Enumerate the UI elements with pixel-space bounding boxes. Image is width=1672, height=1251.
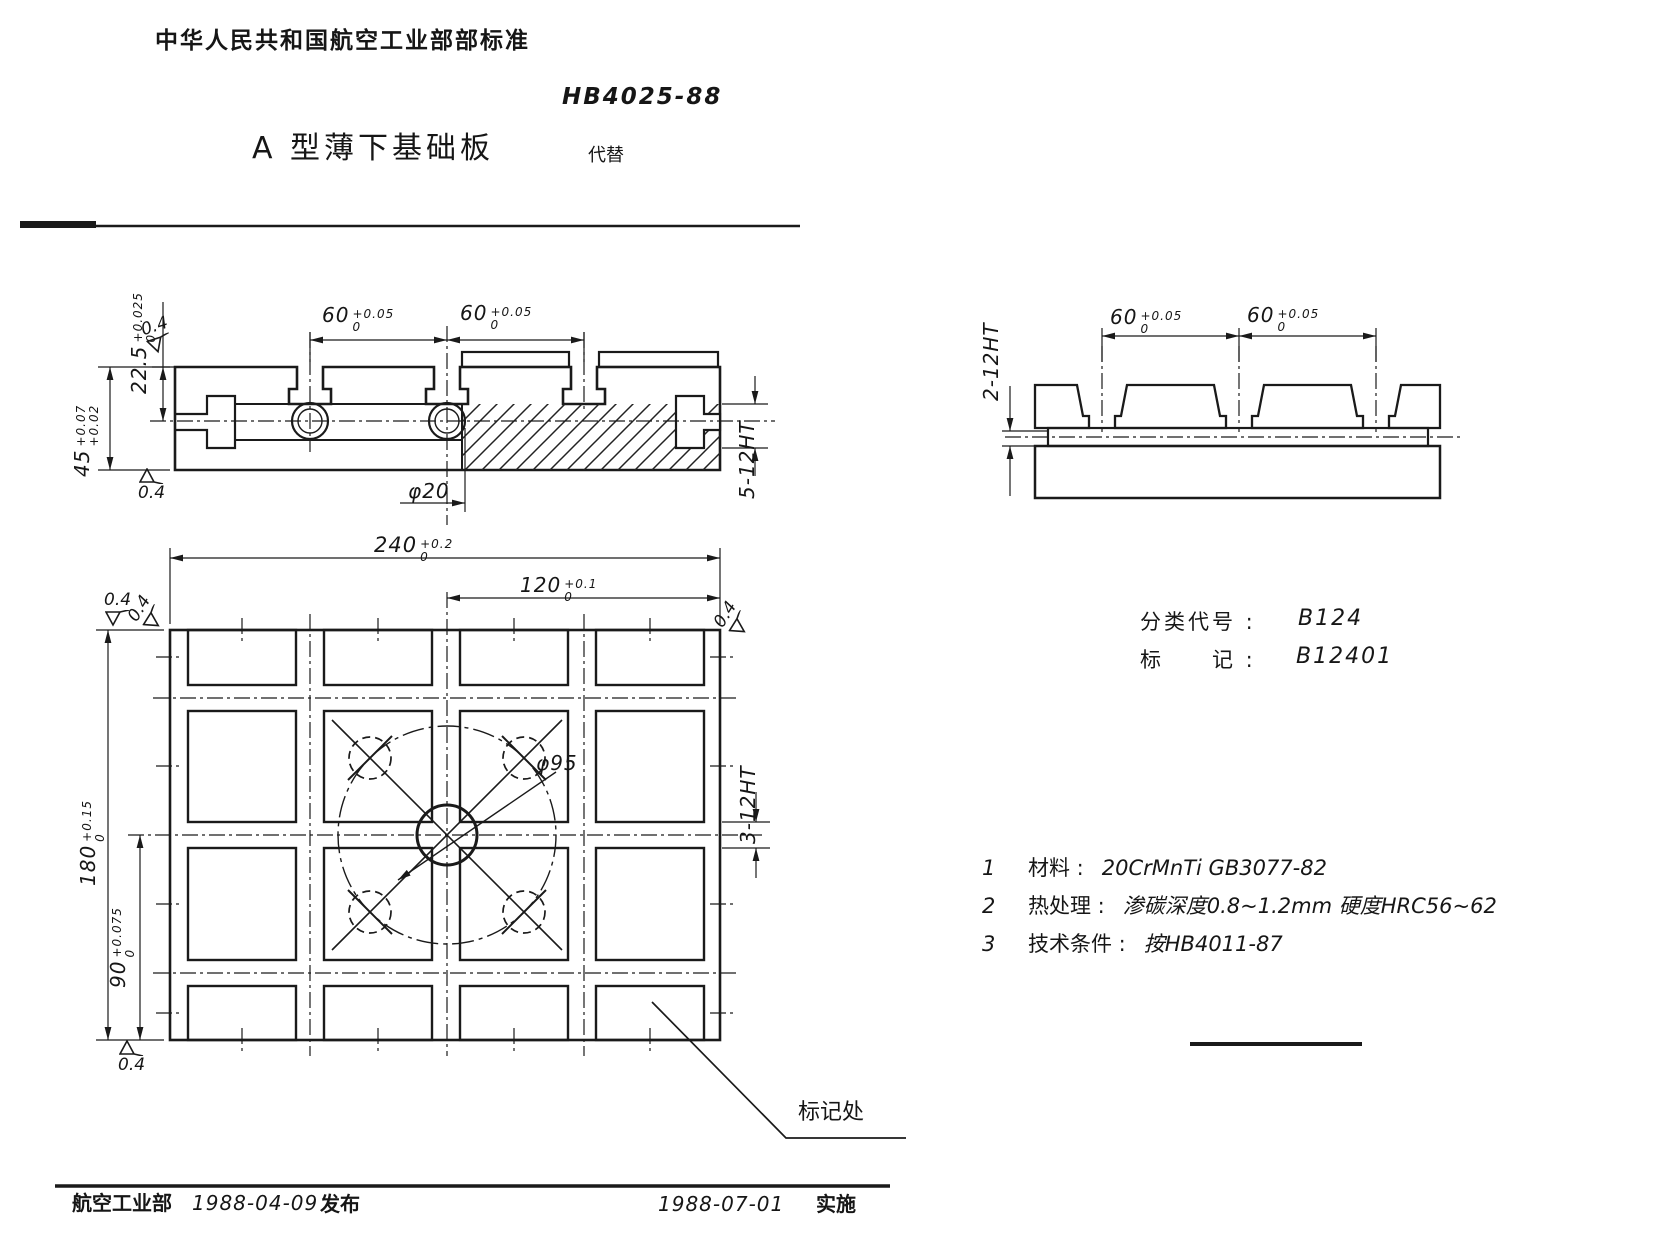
supersedes-label: 代替 [588, 145, 624, 166]
pocket [186, 709, 298, 824]
finish-check-icon [727, 610, 746, 633]
note-row: 1 材料 : 20CrMnTi GB3077-82 [982, 852, 1327, 882]
plan-view [96, 548, 906, 1139]
note-value: 按HB4011-87 [1143, 932, 1283, 956]
standard-number: HB4025-88 [562, 84, 723, 110]
note-number: 1 [982, 856, 996, 880]
dim-45: 45+0.07+0.02 [70, 404, 101, 477]
surface-finish-mark: 0.4 [104, 592, 131, 627]
pocket [186, 846, 298, 962]
note-row: 2 热处理 : 渗碳深度0.8~1.2mm 硬度HRC56~62 [982, 890, 1497, 920]
classification-mark-label: 标 记 : [1140, 648, 1256, 672]
finish-check-icon [141, 604, 160, 627]
standard-body-title: 中华人民共和国航空工业部部标准 [155, 28, 530, 54]
footer-issue-date: 1988-04-09 [192, 1191, 319, 1215]
bolt-circle [337, 725, 557, 945]
mark-location-label: 标记处 [798, 1100, 865, 1125]
note-row: 3 技术条件 : 按HB4011-87 [982, 928, 1283, 958]
footer-issuing-body: 航空工业部 [72, 1191, 172, 1215]
pocket [458, 709, 570, 824]
header-rule [20, 221, 800, 228]
pocket [322, 846, 434, 962]
pocket [594, 846, 706, 962]
label-slots-side: 2-12HT [979, 322, 1003, 401]
front-section-view [98, 302, 775, 525]
note-number: 2 [982, 894, 996, 918]
dia95-leader [397, 771, 557, 881]
note-value: 渗碳深度0.8~1.2mm 硬度HRC56~62 [1122, 894, 1497, 918]
finish-check-icon [145, 331, 169, 354]
note-label: 材料 : [1028, 856, 1084, 880]
dim-dia95: φ95 [536, 751, 578, 775]
footer-effective-label: 实施 [816, 1192, 856, 1216]
surface-finish-mark: 0.4 [124, 592, 170, 634]
pocket [322, 709, 434, 824]
dim-dia20: φ20 [408, 479, 450, 503]
note-value: 20CrMnTi GB3077-82 [1101, 856, 1327, 880]
label-slots-plan: 3-12HT [736, 765, 760, 844]
classification-code-value: B124 [1298, 606, 1364, 631]
note-label: 技术条件 : [1028, 932, 1126, 956]
surface-finish-mark: 0.4 [138, 468, 165, 502]
right-tongue-profile [674, 394, 722, 450]
bolt-holes [348, 736, 546, 934]
surface-finish-mark: 0.4 [139, 313, 176, 357]
surface-finish-mark: 0.4 [710, 598, 756, 640]
part-title: A 型薄下基础板 [252, 131, 495, 166]
finish-check-icon [118, 1040, 143, 1056]
note-number: 3 [982, 932, 996, 956]
center-hole [415, 803, 479, 867]
finish-check-icon [138, 468, 163, 484]
note-label: 热处理 : [1028, 894, 1105, 918]
classification-mark-value: B12401 [1296, 644, 1394, 669]
footer-effective-date: 1988-07-01 [658, 1192, 785, 1216]
left-tongue-profile [175, 394, 237, 450]
footer-issue-label: 发布 [320, 1192, 360, 1216]
finish-check-icon [104, 610, 129, 627]
section-hatch [462, 404, 720, 470]
surface-finish-mark: 0.4 [118, 1040, 145, 1074]
classification-code-label: 分类代号 : [1140, 610, 1256, 634]
pocket [458, 846, 570, 962]
mark-location-leader [651, 1001, 906, 1139]
label-slots-front: 5-12HT [735, 420, 759, 499]
side-view [1002, 328, 1462, 500]
pocket [594, 709, 706, 824]
